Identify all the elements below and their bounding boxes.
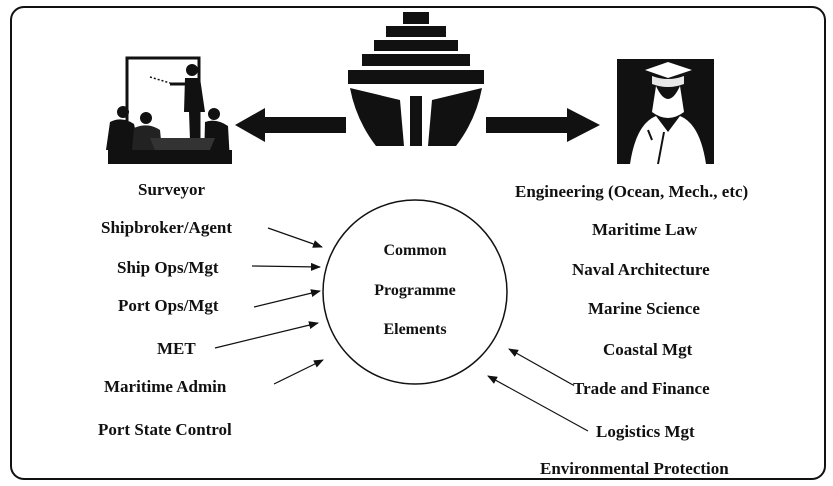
left-item: MET xyxy=(157,339,196,358)
arrow-trade-finance xyxy=(508,348,574,386)
surveyor-label: Surveyor xyxy=(138,180,206,199)
common-elements-circle xyxy=(322,199,508,385)
left-item: Maritime Admin xyxy=(104,377,227,396)
presentation-meeting-icon xyxy=(106,56,232,164)
center-line: Common xyxy=(383,242,447,259)
left-item: Shipbroker/Agent xyxy=(101,218,232,237)
center-line: Programme xyxy=(374,282,456,299)
arrow-ship-ops xyxy=(251,262,321,271)
center-line: Elements xyxy=(383,321,447,338)
diagram-frame xyxy=(10,6,826,480)
arrow-to-engineering xyxy=(486,108,600,142)
right-item: Trade and Finance xyxy=(573,379,710,398)
arrow-to-surveyor xyxy=(235,108,346,142)
left-item: Ship Ops/Mgt xyxy=(117,258,219,277)
right-item: Naval Architecture xyxy=(572,260,710,279)
right-item: Logistics Mgt xyxy=(596,422,695,441)
arrow-port-ops xyxy=(253,289,321,308)
right-item: Maritime Law xyxy=(592,220,698,239)
right-item: Coastal Mgt xyxy=(603,340,693,359)
right-item: Environmental Protection xyxy=(540,459,729,478)
left-item: Port Ops/Mgt xyxy=(118,296,219,315)
engineering-label: Engineering (Ocean, Mech., etc) xyxy=(515,182,749,201)
graduate-silhouette-icon xyxy=(617,59,714,165)
ship-icon xyxy=(348,12,484,146)
arrow-shipbroker xyxy=(267,227,323,248)
right-item: Marine Science xyxy=(588,299,700,318)
arrow-met xyxy=(214,321,319,349)
arrow-maritime-admin xyxy=(273,359,324,385)
left-item: Port State Control xyxy=(98,420,232,439)
arrow-logistics xyxy=(487,375,589,432)
